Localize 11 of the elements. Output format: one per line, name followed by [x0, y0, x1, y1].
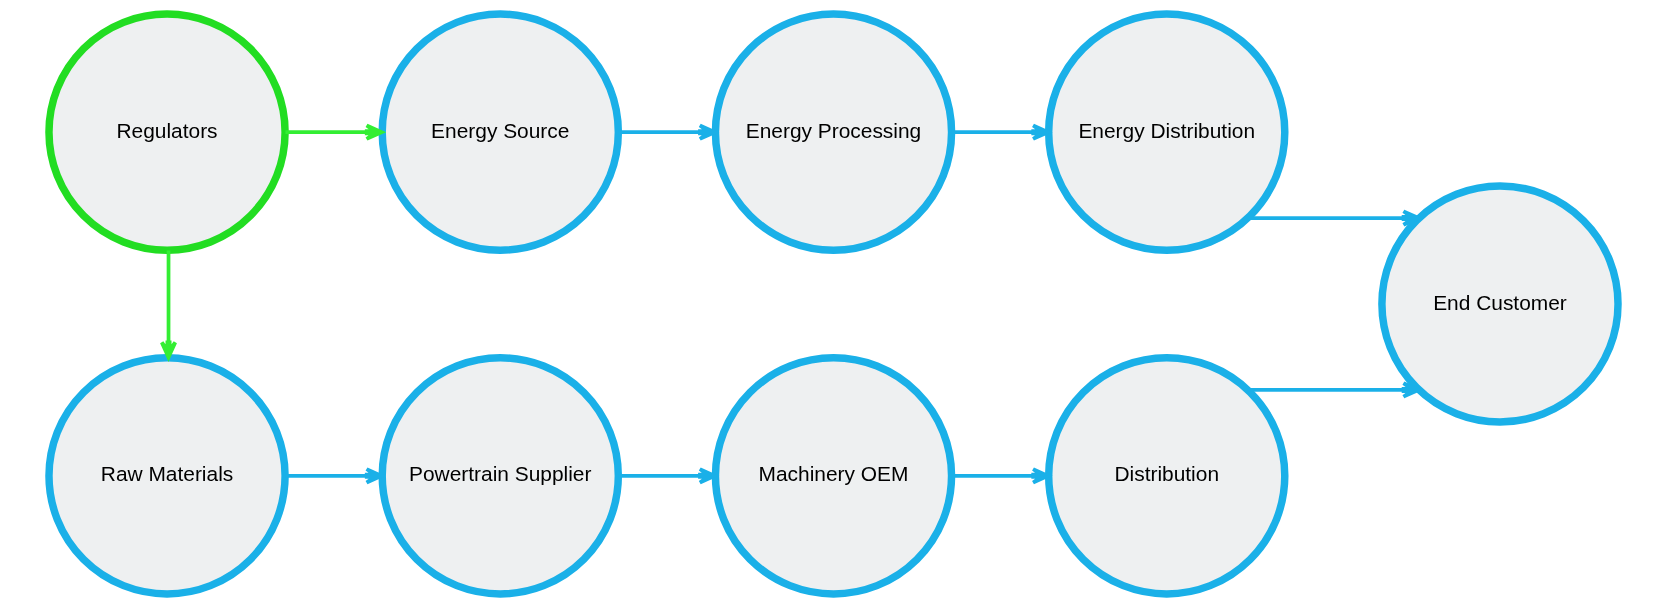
node-circle: Powertrain Supplier — [377, 354, 622, 598]
node-circle: Machinery OEM — [711, 354, 955, 598]
arrow — [159, 250, 177, 360]
node-circle: Raw Materials — [44, 354, 289, 598]
node-circle: Energy Source — [377, 10, 622, 254]
arrow — [284, 123, 384, 141]
node-circle: Regulators — [44, 10, 289, 254]
node-circle: End Customer — [1377, 182, 1622, 426]
node-circle: Energy Distribution — [1044, 10, 1289, 254]
node-circle: Distribution — [1044, 354, 1289, 598]
node-circle: Energy Processing — [711, 10, 955, 254]
